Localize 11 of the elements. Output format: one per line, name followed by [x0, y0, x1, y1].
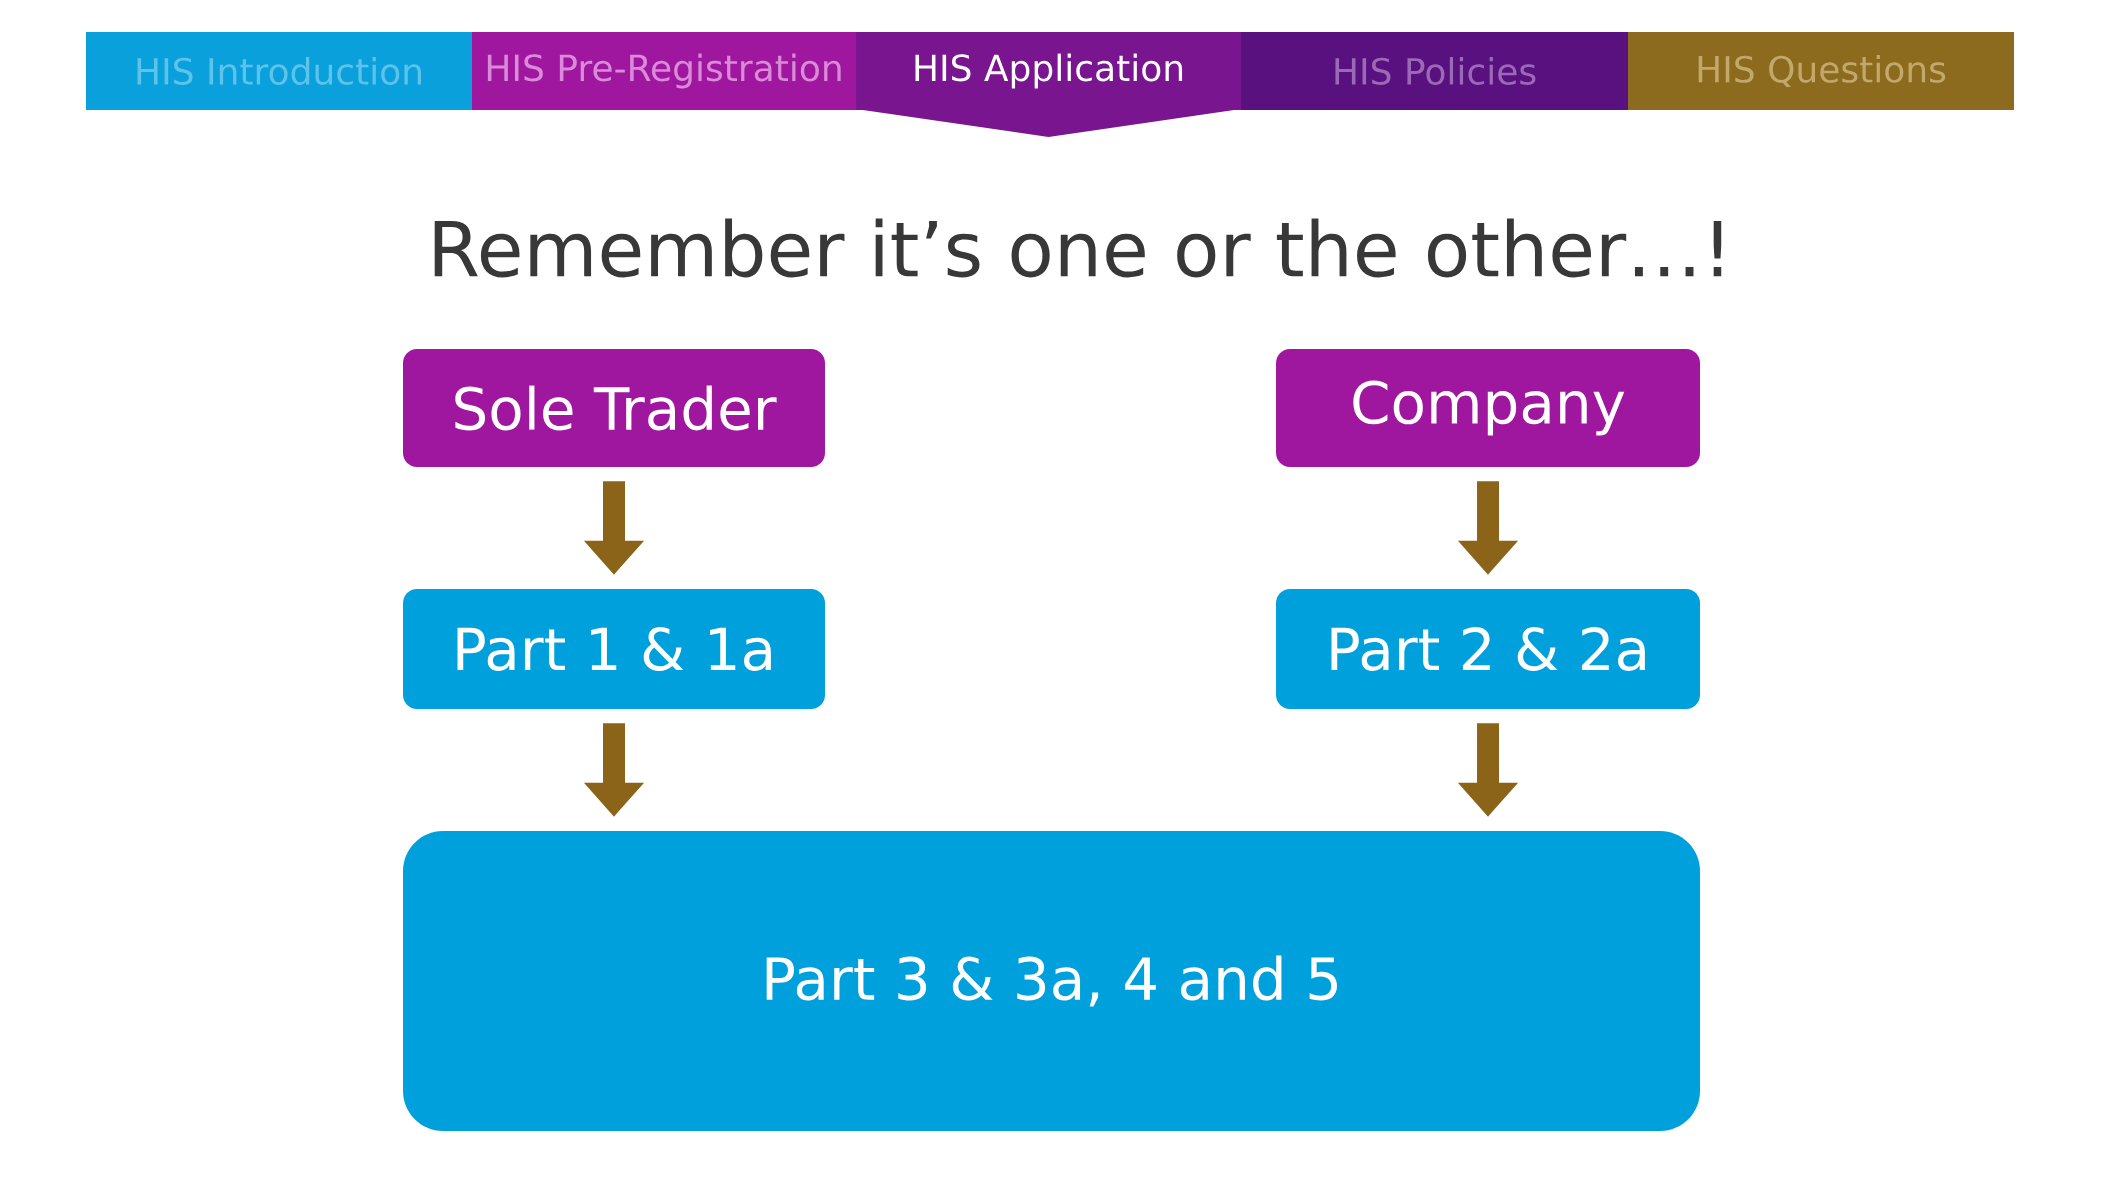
process-box: Sole Trader: [403, 349, 825, 467]
tab: HIS Policies: [1241, 32, 1628, 110]
tab: HIS Introduction: [86, 32, 472, 110]
title: Remember it’s one or the other…!: [434, 218, 1722, 278]
process-box: Part 2 & 2a: [1276, 589, 1700, 709]
process-box: Part 3 & 3a, 4 and 5: [403, 831, 1700, 1131]
process-box: Part 1 & 1a: [403, 589, 825, 709]
tab: HIS Application: [856, 32, 1241, 137]
process-box: Company: [1276, 349, 1700, 467]
tab: HIS Pre-Registration: [472, 32, 856, 110]
tab: HIS Questions: [1628, 32, 2014, 110]
